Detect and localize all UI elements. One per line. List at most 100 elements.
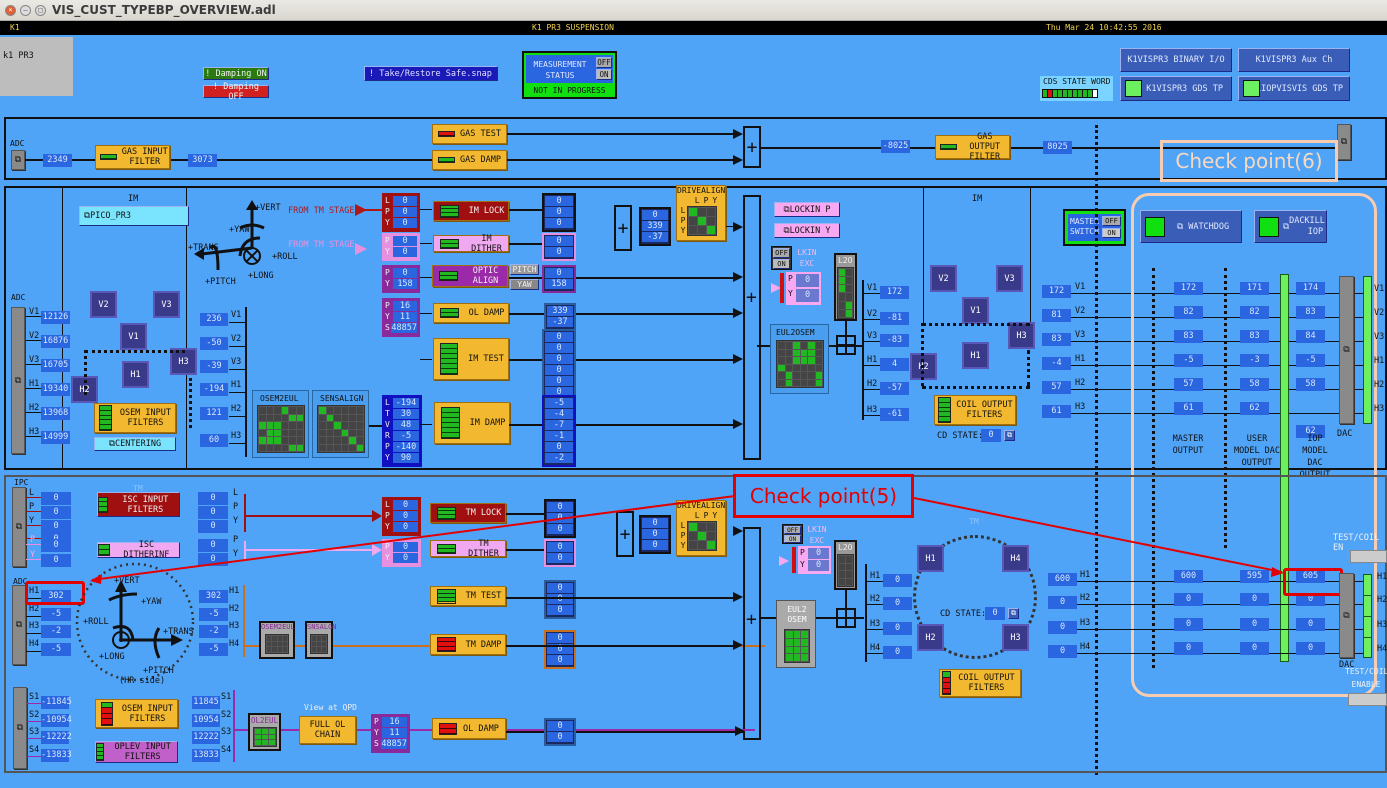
- tm-coil-after-value: 0: [1048, 596, 1077, 609]
- im-adc-button[interactable]: ⧉: [11, 307, 25, 454]
- im-eul2osem-matrix[interactable]: EUL2OSEM: [770, 324, 829, 394]
- im-cd-state-button[interactable]: ⧉: [1004, 430, 1015, 441]
- centering-button[interactable]: ⧉CENTERING: [94, 437, 176, 451]
- im-damp-button[interactable]: IM DAMP: [434, 402, 510, 444]
- gas-dac-button[interactable]: ⧉: [1337, 124, 1351, 160]
- tm-test-button[interactable]: TM TEST: [430, 586, 506, 606]
- minimize-icon[interactable]: –: [20, 5, 31, 16]
- iop-gds-tp-button[interactable]: K1IOPVISVIS GDS TP: [1238, 76, 1350, 101]
- tm-cd-state-button[interactable]: ⧉: [1008, 608, 1019, 619]
- gas-output-filter-button[interactable]: GAS OUTPUT FILTER: [935, 132, 1010, 162]
- im-osem-v1[interactable]: V1: [120, 323, 147, 350]
- tm-dac-button[interactable]: ⧉: [1339, 573, 1354, 658]
- isc-input-filters-button[interactable]: ISC INPUT FILTERS: [97, 492, 180, 517]
- im-coil-v2[interactable]: V2: [930, 265, 957, 292]
- im-osem-h1[interactable]: H1: [122, 361, 149, 388]
- isc-dither-out-value: 0: [198, 539, 228, 552]
- gas-damp-button[interactable]: GAS DAMP: [432, 150, 507, 170]
- im-l2o-matrix[interactable]: L2O: [834, 253, 857, 321]
- im-sensalign-matrix[interactable]: SENSALIGN: [312, 390, 369, 458]
- ipc-button[interactable]: ⧉: [12, 487, 26, 567]
- tm-damp-button[interactable]: TM DAMP: [430, 634, 506, 655]
- im-dither-button[interactable]: IM DITHER: [433, 234, 509, 254]
- gas-test-button[interactable]: GAS TEST: [432, 124, 507, 144]
- aux-ch-button[interactable]: K1VISPR3 Aux Ch: [1238, 48, 1350, 72]
- tm-stage-label: TM: [133, 484, 143, 493]
- measurement-off-button[interactable]: OFF: [596, 57, 612, 68]
- pico-pr3-button[interactable]: ⧉PICO_PR3: [79, 206, 189, 226]
- lockin-y-button[interactable]: ⧉LOCKIN Y: [774, 223, 840, 238]
- damping-on-button[interactable]: ! Damping ON: [203, 67, 269, 80]
- ol2eul-matrix[interactable]: OL2EUL: [248, 713, 281, 751]
- im-osem-input-filters-button[interactable]: OSEM INPUT FILTERS: [94, 403, 176, 433]
- pitch-button[interactable]: PITCH: [510, 264, 539, 275]
- tm-lkin-on-button[interactable]: ON: [784, 535, 801, 543]
- im-coil-v3[interactable]: V3: [996, 265, 1023, 292]
- test-coil-enable-input[interactable]: [1348, 693, 1387, 706]
- test-coil-en-input[interactable]: [1350, 550, 1387, 563]
- im-lkin-off-button[interactable]: OFF: [773, 248, 790, 258]
- tm-coil-h1[interactable]: H1: [917, 545, 944, 572]
- im-adc-value: 13968: [41, 407, 70, 420]
- master-switch-off-button[interactable]: OFF: [1102, 216, 1121, 226]
- measurement-on-button[interactable]: ON: [596, 69, 612, 80]
- tm-adc-button[interactable]: ⧉: [12, 585, 26, 665]
- oplev-input-filters-button[interactable]: OPLEV INPUT FILTERS: [95, 741, 178, 763]
- im-dac-button[interactable]: ⧉: [1339, 276, 1354, 424]
- gas-pre-output-value: -8025: [881, 140, 910, 153]
- row-value: 0: [393, 500, 418, 510]
- im-test-button[interactable]: IM TEST: [433, 338, 509, 380]
- gas-adc-button[interactable]: ⧉: [11, 150, 25, 170]
- stack-value: -37: [547, 317, 573, 327]
- tm-coil-output-filters-button[interactable]: COIL OUTPUT FILTERS: [939, 669, 1021, 697]
- im-lkin-on-button[interactable]: ON: [773, 259, 790, 269]
- oplev-adc-value: -10954: [41, 714, 72, 727]
- tm-snsalgn-matrix[interactable]: SNSALGN: [305, 621, 337, 659]
- watchdog-button[interactable]: ⧉ WATCHDOG: [1140, 210, 1242, 243]
- tm-l2o-matrix[interactable]: L2O: [834, 540, 857, 590]
- oplev-adc-button[interactable]: ⧉: [13, 687, 27, 769]
- tm-coil-h4[interactable]: H4: [1002, 545, 1029, 572]
- maximize-icon[interactable]: □: [35, 5, 46, 16]
- tm-coil-h2[interactable]: H2: [917, 624, 944, 651]
- im-coil-h1[interactable]: H1: [962, 342, 989, 369]
- oplev-ol-damp-button[interactable]: OL DAMP: [432, 718, 506, 739]
- tm-osem2eul-matrix[interactable]: OSEM2EUL: [259, 621, 295, 659]
- im-ol-damp-button[interactable]: OL DAMP: [433, 303, 509, 323]
- tm-lkin-off-button[interactable]: OFF: [784, 526, 801, 534]
- tm-eul2osem-matrix[interactable]: EUL2 OSEM: [776, 600, 816, 668]
- take-restore-snap-button[interactable]: ! Take/Restore Safe.snap: [364, 66, 498, 81]
- tm-lock-button[interactable]: TM LOCK: [430, 503, 506, 523]
- oplev-segment-value: 13833: [192, 749, 220, 762]
- im-osem-v2[interactable]: V2: [90, 291, 117, 318]
- related-display-icon: ⧉: [15, 522, 23, 532]
- lockin-p-button[interactable]: ⧉LOCKIN P: [774, 202, 840, 217]
- gas-output-value: 8025: [1043, 141, 1072, 154]
- tm-dither-button[interactable]: TM DITHER: [430, 539, 506, 559]
- gas-input-filter-button[interactable]: GAS INPUT FILTER: [95, 145, 170, 169]
- im-osem2eul-matrix[interactable]: OSEM2EUL: [252, 390, 309, 458]
- tm-coil-h3[interactable]: H3: [1002, 624, 1029, 651]
- optic-align-button-label: OPTIC ALIGN: [472, 266, 499, 286]
- stack-value: 0: [545, 376, 573, 386]
- tm-stage-label-right: TM: [969, 517, 979, 526]
- im-osem-v3[interactable]: V3: [153, 291, 180, 318]
- yaw-button[interactable]: YAW: [510, 279, 539, 290]
- close-icon[interactable]: ×: [5, 5, 16, 16]
- im-coil-h3[interactable]: H3: [1008, 322, 1035, 349]
- isc-dither-button[interactable]: ISC DITHERINF: [97, 540, 180, 560]
- im-coil-v1[interactable]: V1: [962, 297, 989, 324]
- full-ol-chain-button[interactable]: FULL OL CHAIN: [299, 716, 356, 744]
- binary-io-button[interactable]: K1VISPR3 BINARY I/O: [1120, 48, 1232, 72]
- optic-align-button[interactable]: OPTIC ALIGN: [432, 265, 508, 287]
- oplev-osem-filters-button[interactable]: OSEM INPUT FILTERS: [95, 699, 178, 728]
- gds-tp-button[interactable]: K1VISPR3 GDS TP: [1120, 76, 1232, 101]
- dackill-button[interactable]: ⧉DACKILL IOP: [1254, 210, 1327, 243]
- im-lock-button[interactable]: IM LOCK: [433, 201, 509, 221]
- master-switch-on-button[interactable]: ON: [1102, 228, 1121, 238]
- im-coil-output-filters-button[interactable]: COIL OUTPUT FILTERS: [934, 395, 1016, 425]
- damping-off-button[interactable]: ! Damping OFF: [203, 82, 269, 102]
- matrix-cell: [259, 429, 266, 436]
